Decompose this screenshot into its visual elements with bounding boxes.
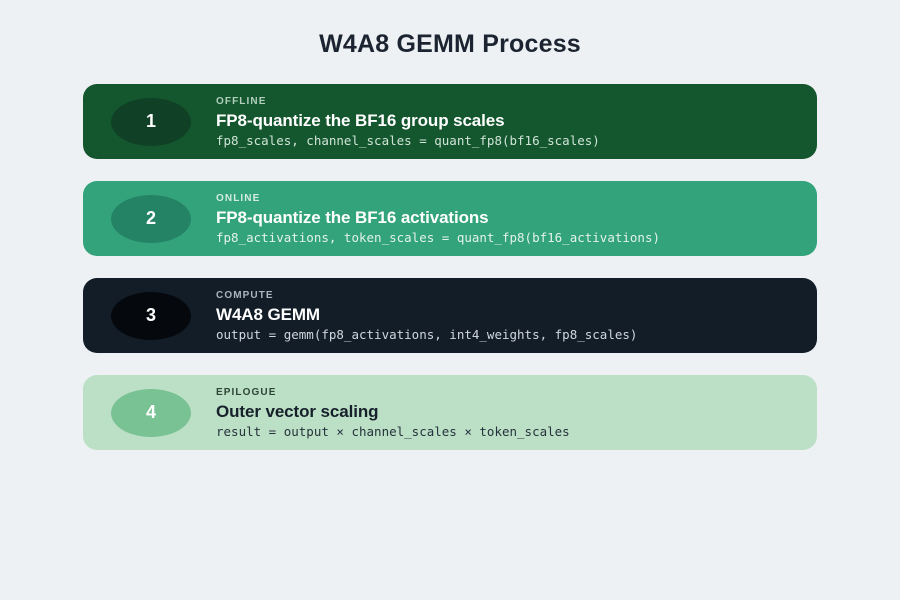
step-content: COMPUTE W4A8 GEMM output = gemm(fp8_acti… <box>216 288 817 343</box>
process-step-card: 4 EPILOGUE Outer vector scaling result =… <box>83 375 817 450</box>
step-headline: FP8-quantize the BF16 activations <box>216 208 489 227</box>
step-code-line: output = gemm(fp8_activations, int4_weig… <box>216 327 638 342</box>
step-kicker-label: OFFLINE <box>216 96 267 107</box>
step-kicker-label: COMPUTE <box>216 290 274 301</box>
page-title: W4A8 GEMM Process <box>319 30 581 58</box>
step-number-badge: 4 <box>111 388 191 437</box>
step-code-line: fp8_activations, token_scales = quant_fp… <box>216 230 661 245</box>
step-code-line: fp8_scales, channel_scales = quant_fp8(b… <box>216 133 600 148</box>
process-step-card: 3 COMPUTE W4A8 GEMM output = gemm(fp8_ac… <box>83 278 817 353</box>
process-step-card: 1 OFFLINE FP8-quantize the BF16 group sc… <box>83 84 817 159</box>
step-kicker-label: EPILOGUE <box>216 387 277 398</box>
process-step-card: 2 ONLINE FP8-quantize the BF16 activatio… <box>83 181 817 256</box>
step-code-line: result = output × channel_scales × token… <box>216 424 570 439</box>
step-content: EPILOGUE Outer vector scaling result = o… <box>216 385 817 440</box>
step-number-badge: 3 <box>111 291 191 340</box>
step-number-badge: 1 <box>111 97 191 146</box>
step-headline: FP8-quantize the BF16 group scales <box>216 111 505 130</box>
step-headline: W4A8 GEMM <box>216 305 320 324</box>
step-content: ONLINE FP8-quantize the BF16 activations… <box>216 191 817 246</box>
process-step-list: 1 OFFLINE FP8-quantize the BF16 group sc… <box>83 84 817 450</box>
step-content: OFFLINE FP8-quantize the BF16 group scal… <box>216 94 817 149</box>
step-number-badge: 2 <box>111 194 191 243</box>
step-kicker-label: ONLINE <box>216 193 261 204</box>
step-headline: Outer vector scaling <box>216 402 379 421</box>
